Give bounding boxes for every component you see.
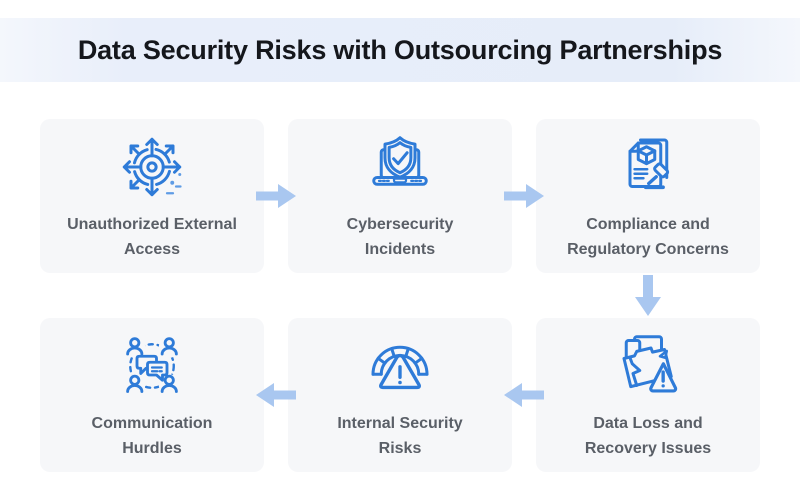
flow-arrow-right-2 (504, 119, 544, 273)
card-label: Compliance and Regulatory Concerns (567, 215, 729, 258)
card-compliance-regulatory-concerns: Compliance and Regulatory Concerns (536, 119, 760, 273)
card-communication-hurdles: Communication Hurdles (40, 318, 264, 472)
card-label: Communication Hurdles (91, 414, 213, 457)
card-data-loss-recovery-issues: Data Loss and Recovery Issues (536, 318, 760, 472)
flow-arrow-down (40, 273, 760, 318)
card-label: Internal Security Risks (337, 414, 463, 457)
document-gavel-icon (612, 131, 684, 203)
flow-arrow-left-2 (256, 318, 296, 472)
card-cybersecurity-incidents: Cybersecurity Incidents (288, 119, 512, 273)
flow-arrow-right-1 (256, 119, 296, 273)
gauge-warning-icon (364, 330, 436, 402)
folder-warning-icon (612, 330, 684, 402)
flow-arrow-left-1 (504, 318, 544, 472)
people-chat-icon (116, 330, 188, 402)
card-unauthorized-external-access: Unauthorized External Access (40, 119, 264, 273)
network-access-icon (116, 131, 188, 203)
card-internal-security-risks: Internal Security Risks (288, 318, 512, 472)
page-title: Data Security Risks with Outsourcing Par… (77, 34, 723, 65)
title-band: Data Security Risks with Outsourcing Par… (0, 18, 800, 82)
card-label: Unauthorized External Access (67, 215, 237, 258)
flow-row-top: Unauthorized External Access (40, 119, 760, 273)
laptop-shield-check-icon (364, 131, 436, 203)
flow-diagram: Unauthorized External Access (0, 82, 800, 472)
card-label: Cybersecurity Incidents (346, 215, 454, 258)
card-label: Data Loss and Recovery Issues (584, 414, 712, 457)
flow-row-bottom: Communication Hurdles (40, 318, 760, 472)
